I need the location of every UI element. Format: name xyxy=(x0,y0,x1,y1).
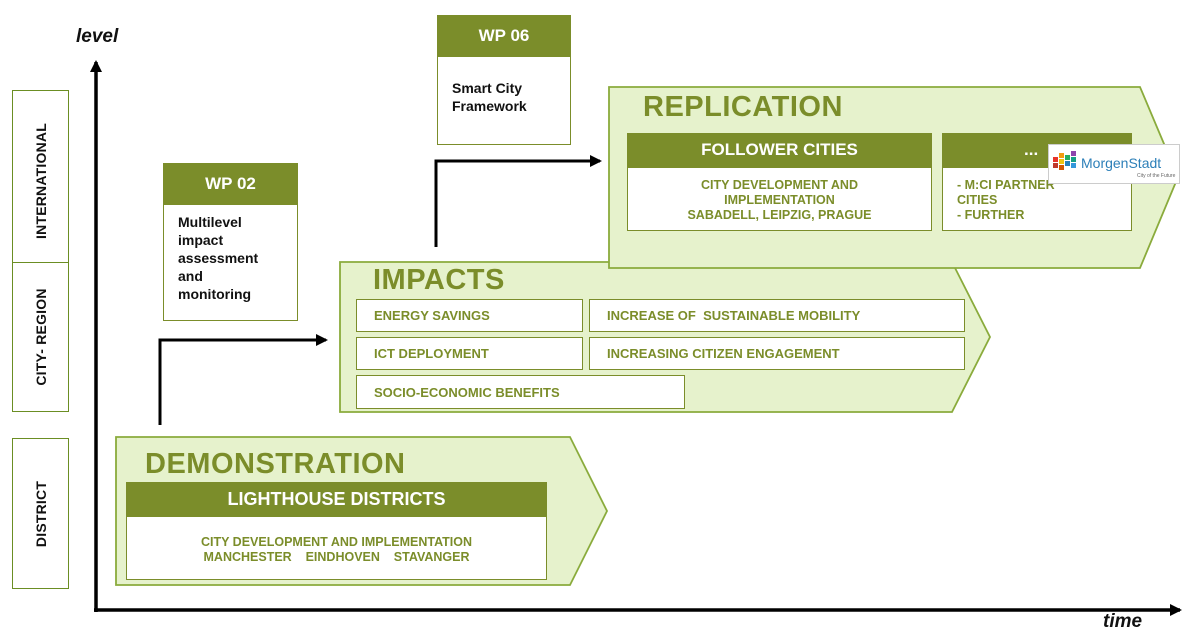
wp06-body: Smart City Framework xyxy=(437,57,571,145)
impacts-title: IMPACTS xyxy=(373,264,505,296)
x-axis-label: time xyxy=(1103,611,1143,632)
replication-title: REPLICATION xyxy=(643,91,843,123)
morgenstadt-logo: MorgenStadt City of the Future xyxy=(1048,144,1180,184)
morgenstadt-logo-mark: MorgenStadt City of the Future xyxy=(1053,151,1176,179)
y-axis-label: level xyxy=(76,26,119,47)
lighthouse-districts-body: CITY DEVELOPMENT AND IMPLEMENTATION MANC… xyxy=(126,516,547,580)
impact-ict-deployment: ICT DEPLOYMENT xyxy=(356,337,583,370)
lighthouse-districts-header: LIGHTHOUSE DISTRICTS xyxy=(126,482,547,516)
logo-tagline: City of the Future xyxy=(1137,173,1176,179)
wp02-body: Multilevel impact assessment and monitor… xyxy=(163,205,298,321)
logo-wordmark: MorgenStadt xyxy=(1081,155,1161,171)
flow-arrow-impacts-to-replication xyxy=(434,155,602,247)
demonstration-title: DEMONSTRATION xyxy=(145,448,406,480)
flow-arrow-demo-to-impacts xyxy=(158,334,328,425)
level-district: DISTRICT xyxy=(12,438,69,589)
wp02-header: WP 02 xyxy=(163,163,298,205)
level-city-region: CITY- REGION xyxy=(12,262,69,412)
impact-energy-savings: ENERGY SAVINGS xyxy=(356,299,583,332)
follower-cities-header: FOLLOWER CITIES xyxy=(627,133,932,167)
wp06-header: WP 06 xyxy=(437,15,571,57)
impact-socio-economic: SOCIO-ECONOMIC BENEFITS xyxy=(356,375,685,409)
impact-citizen-engagement: INCREASING CITIZEN ENGAGEMENT xyxy=(589,337,965,370)
follower-cities-body: CITY DEVELOPMENT AND IMPLEMENTATION SABA… xyxy=(627,167,932,231)
level-international: INTERNATIONAL xyxy=(12,90,69,272)
impact-sustainable-mobility: INCREASE OF SUSTAINABLE MOBILITY xyxy=(589,299,965,332)
